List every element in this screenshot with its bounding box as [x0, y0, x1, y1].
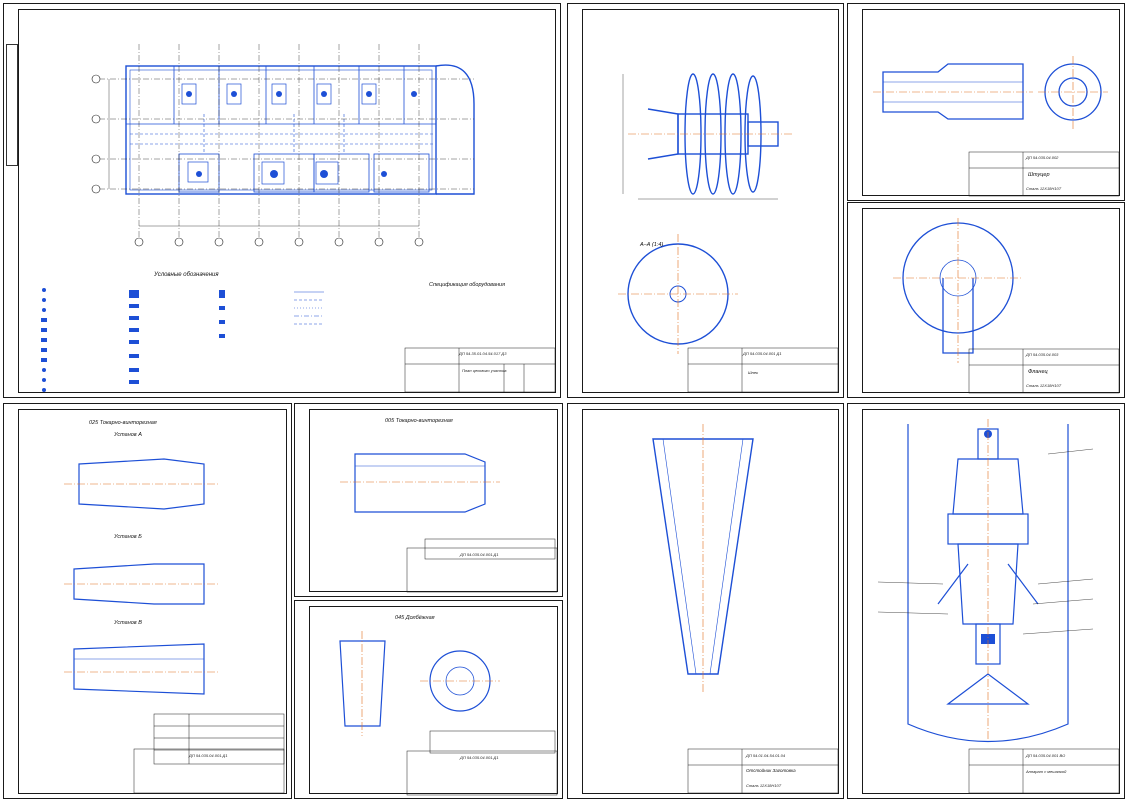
cone-frame — [582, 409, 839, 794]
cone-sheet: ДП 54.01.04.54.01.04 Отстойник Заготовка… — [567, 403, 844, 799]
route3-op: 045 Долбёжная — [395, 615, 435, 621]
route3-frame — [309, 606, 558, 794]
plan-drawing — [41, 44, 556, 393]
shnek-code: ДП 54.035.04.001 Д1 — [743, 351, 782, 356]
shtutser-frame — [862, 9, 1120, 196]
assembly-drawing — [877, 419, 1120, 794]
shnek-view-label: А–А (1:4) — [640, 242, 664, 248]
route1-sheet: 025 Токарно-винторезная Установ А Устано… — [3, 403, 292, 799]
flanets-name: Фланец — [1028, 369, 1048, 375]
flanets-sheet: ДП 54.035.04.003 Фланец Сталь 12Х18Н10Т — [847, 202, 1125, 398]
route2-drawing — [340, 453, 558, 593]
route1-code: ДП 54.035.04.001.Д1 — [189, 753, 228, 758]
assembly-code: ДП 54.035.04.001 ВО — [1026, 753, 1066, 758]
cone-mat: Сталь 12Х18Н10Т — [746, 783, 782, 788]
route3-sheet: 045 Долбёжная ДП 54.035.04.001.Д1 — [294, 600, 563, 799]
cone-code: ДП 54.01.04.54.01.04 — [746, 753, 786, 758]
route1-frame — [18, 409, 287, 794]
shnek-drawing — [618, 73, 839, 393]
assembly-frame — [862, 409, 1120, 794]
route2-sheet: 005 Токарно-винторезная ДП 54.035.04.001… — [294, 403, 563, 597]
shtutser-mat: Сталь 12Х18Н10Т — [1026, 186, 1062, 191]
cone-name: Отстойник Заготовка — [746, 768, 796, 773]
plan-frame — [18, 9, 556, 393]
plan-spec-title: Спецификация оборудования — [429, 282, 506, 288]
shtutser-drawing — [873, 56, 1120, 197]
shtutser-sheet: ДП 54.035.04.002 Штуцер Сталь 12Х18Н10Т — [847, 3, 1125, 201]
route1-drawing — [64, 458, 285, 794]
assembly-name: Аппарат с мешалкой — [1026, 769, 1067, 774]
plan-side-stamp — [6, 44, 18, 166]
cone-drawing — [652, 424, 839, 794]
flanets-code: ДП 54.035.04.003 — [1026, 352, 1059, 357]
plan-sheet: Условные обозначения Спецификация оборуд… — [3, 3, 561, 398]
route2-frame — [309, 409, 558, 592]
assembly-sheet: ДП 54.035.04.001 ВО Аппарат с мешалкой — [847, 403, 1125, 799]
shnek-name: Шнек — [748, 370, 758, 375]
shnek-frame — [582, 9, 839, 393]
route1-ustanov-a: Установ А — [114, 432, 142, 438]
flanets-frame — [862, 208, 1120, 393]
flanets-drawing — [893, 218, 1120, 394]
route3-code: ДП 54.035.04.001.Д1 — [460, 755, 499, 760]
route1-ustanov-b: Установ Б — [114, 534, 142, 540]
route3-drawing — [339, 631, 558, 796]
route1-ustanov-v: Установ В — [114, 620, 142, 626]
plan-legend-title: Условные обозначения — [154, 272, 219, 278]
shtutser-code: ДП 54.035.04.002 — [1026, 155, 1059, 160]
route2-code: ДП 54.035.04.001.Д1 — [460, 552, 499, 557]
route2-op: 005 Токарно-винторезная — [385, 418, 453, 424]
shnek-sheet: А–А (1:4) ДП 54.035.04.001 Д1 Шнек — [567, 3, 844, 398]
flanets-mat: Сталь 12Х18Н10Т — [1026, 383, 1062, 388]
shtutser-name: Штуцер — [1028, 172, 1050, 178]
plan-name: План цехового участка — [462, 368, 507, 373]
plan-code: ДП 54.35.01.04.54.017 Д3 — [459, 351, 507, 356]
route1-op: 025 Токарно-винторезная — [89, 420, 157, 426]
